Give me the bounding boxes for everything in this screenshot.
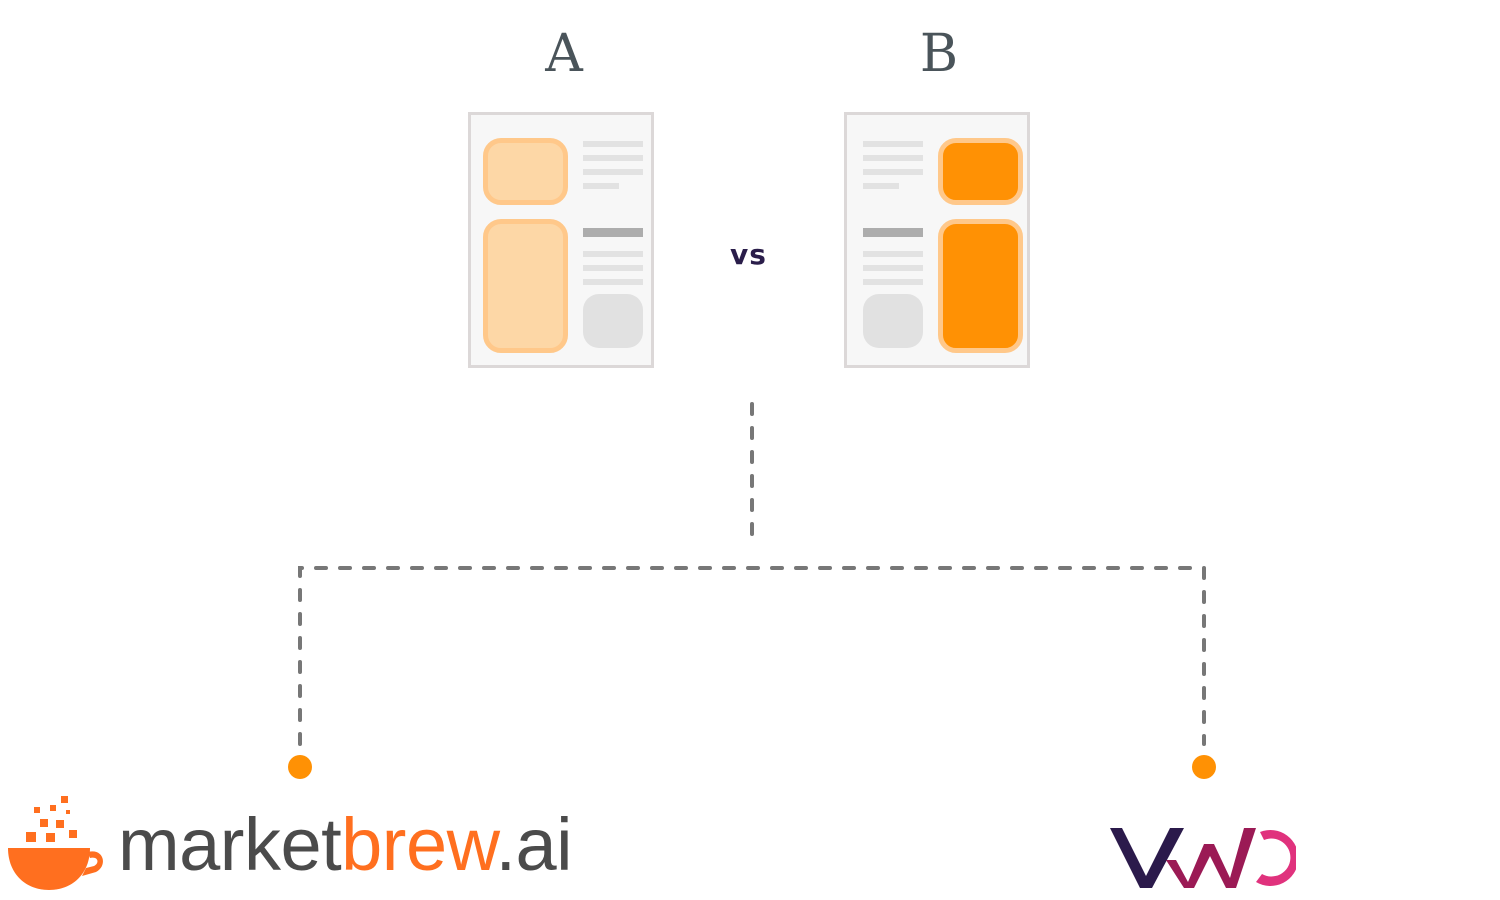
text-line bbox=[863, 251, 923, 257]
heading-line bbox=[863, 228, 923, 237]
wordmark-brew: brew bbox=[341, 803, 496, 886]
text-line bbox=[583, 251, 643, 257]
wordmark-market: market bbox=[118, 803, 342, 886]
vs-label: vs bbox=[730, 238, 767, 271]
text-line bbox=[583, 155, 643, 161]
vwo-connector-dot bbox=[1192, 755, 1216, 779]
heading-line bbox=[583, 228, 643, 237]
variant-b-media-block-top bbox=[938, 138, 1023, 205]
marketbrew-logo bbox=[8, 796, 108, 897]
vwo-logo bbox=[1110, 828, 1296, 888]
text-line bbox=[863, 279, 923, 285]
variant-b-page-mockup bbox=[844, 112, 1030, 368]
text-line bbox=[863, 265, 923, 271]
marketbrew-connector-dot bbox=[288, 755, 312, 779]
text-line bbox=[583, 279, 643, 285]
coffee-cup-icon bbox=[8, 796, 103, 890]
text-line bbox=[583, 265, 643, 271]
variant-b-media-block-tall bbox=[938, 219, 1023, 353]
variant-a-media-block-tall bbox=[483, 219, 568, 353]
text-line bbox=[863, 155, 923, 161]
connector-branches bbox=[298, 566, 1206, 746]
text-line bbox=[583, 169, 643, 175]
text-line bbox=[583, 183, 619, 189]
vwo-letter-w bbox=[1166, 828, 1256, 888]
wordmark-ai: .ai bbox=[495, 803, 573, 886]
text-line bbox=[863, 183, 899, 189]
marketbrew-wordmark: marketbrew.ai bbox=[118, 808, 573, 882]
image-placeholder bbox=[583, 294, 643, 348]
vwo-letter-o bbox=[1256, 830, 1296, 886]
text-line bbox=[863, 141, 923, 147]
text-line bbox=[583, 141, 643, 147]
variant-a-media-block-top bbox=[483, 138, 568, 205]
variant-b-label: B bbox=[919, 24, 959, 84]
vwo-letter-v bbox=[1110, 828, 1184, 888]
variant-a-label: A bbox=[545, 24, 583, 84]
variant-a-page-mockup bbox=[468, 112, 654, 368]
image-placeholder bbox=[863, 294, 923, 348]
text-line bbox=[863, 169, 923, 175]
